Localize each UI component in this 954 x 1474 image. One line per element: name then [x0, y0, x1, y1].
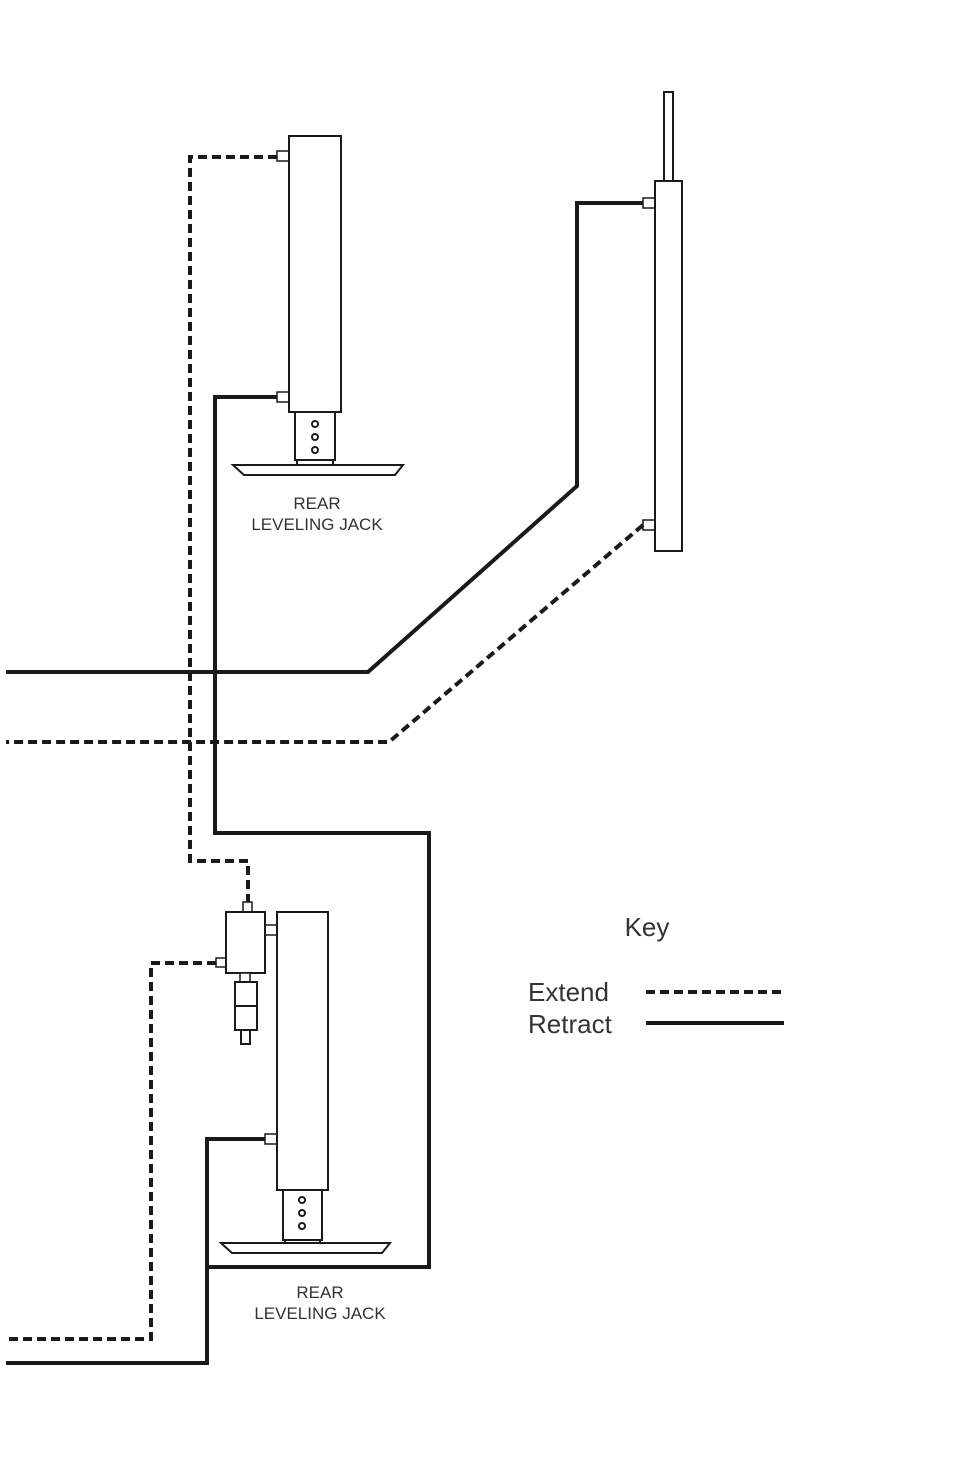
top-jack-body — [289, 136, 341, 412]
solenoid-lower — [235, 1006, 257, 1030]
retract-line-bottom-jack — [6, 1139, 265, 1363]
right-cylinder-retract-port — [643, 198, 655, 208]
valve-left-port — [216, 958, 226, 967]
legend: Key Extend Retract — [528, 912, 784, 1039]
top-jack-extend-port — [277, 151, 289, 161]
bottom-jack-top-port — [265, 925, 277, 935]
right-cylinder-body — [655, 181, 682, 551]
valve-block — [216, 902, 265, 1044]
valve-top-port — [243, 902, 252, 912]
valve-connector — [240, 973, 250, 982]
bottom-jack-label-line1: REAR — [296, 1283, 343, 1302]
extend-line-right-cylinder — [6, 525, 643, 742]
right-cylinder-rod — [664, 92, 673, 182]
extend-line-valve — [6, 963, 216, 1339]
top-rear-leveling-jack — [233, 136, 403, 475]
right-cylinder-extend-port — [643, 520, 655, 530]
valve-body — [226, 912, 265, 973]
right-cylinder — [643, 92, 682, 551]
legend-retract-label: Retract — [528, 1009, 613, 1039]
solenoid-tip — [241, 1030, 250, 1044]
bottom-jack-foot-pad — [221, 1243, 390, 1253]
legend-title: Key — [625, 912, 670, 942]
top-jack-retract-port — [277, 392, 289, 402]
solenoid-upper — [235, 982, 257, 1006]
top-jack-label-line1: REAR — [293, 494, 340, 513]
legend-extend-label: Extend — [528, 977, 609, 1007]
bottom-jack-body — [277, 912, 328, 1190]
top-jack-label-line2: LEVELING JACK — [251, 515, 383, 534]
top-jack-foot-pad — [233, 465, 403, 475]
bottom-jack-retract-port — [265, 1134, 277, 1144]
bottom-jack-label-line2: LEVELING JACK — [254, 1304, 386, 1323]
